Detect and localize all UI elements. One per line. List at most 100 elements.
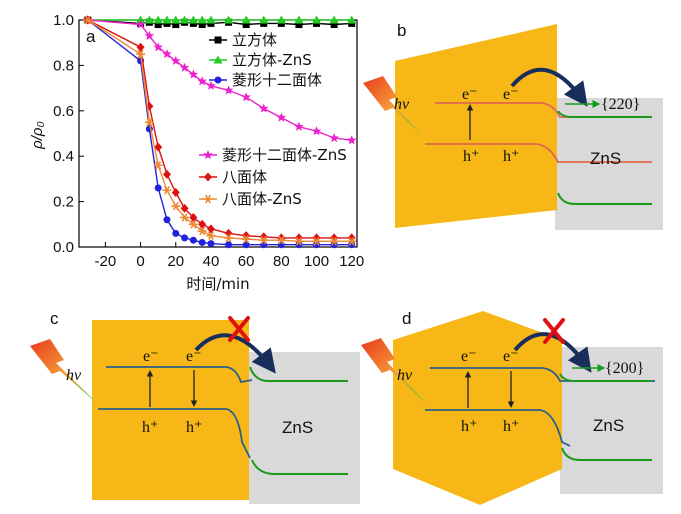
data-point	[144, 30, 155, 40]
data-point	[224, 15, 234, 24]
facet-label-d: {200}	[605, 360, 644, 377]
facet-label-b: {220}	[601, 96, 640, 113]
data-point	[347, 135, 357, 145]
panel-label-c: c	[50, 309, 59, 328]
x-tick-label: 40	[203, 253, 220, 270]
data-point	[242, 21, 250, 29]
data-point	[259, 103, 269, 113]
y-tick-label: 0.8	[53, 57, 74, 74]
data-point	[329, 133, 339, 143]
data-point	[207, 240, 215, 248]
data-point	[225, 241, 233, 249]
data-point	[180, 213, 190, 222]
legend-marker	[203, 194, 213, 204]
data-point	[198, 21, 206, 29]
panel-label-d: d	[402, 309, 411, 328]
data-point	[144, 15, 154, 24]
x-tick-label: 120	[339, 253, 364, 270]
zns-block-b	[555, 98, 663, 230]
data-point	[260, 241, 268, 249]
hole-c1: h⁺	[142, 419, 158, 436]
zns-label-d: ZnS	[593, 416, 624, 435]
data-point	[312, 233, 321, 243]
series-line	[87, 19, 352, 141]
data-point	[206, 231, 216, 240]
data-point	[295, 21, 303, 29]
legend-label: 菱形十二面体-ZnS	[222, 146, 347, 164]
crystal-c	[92, 320, 249, 500]
data-point	[153, 160, 163, 170]
conduction-band-b	[435, 102, 652, 118]
schematic-b: b e⁻ e⁻ h⁺ h⁺ {220} ZnS hν	[363, 21, 663, 230]
data-point	[347, 233, 356, 243]
data-point	[347, 237, 357, 246]
data-point	[294, 121, 304, 131]
hole-b1: h⁺	[463, 148, 479, 165]
legend-marker	[203, 150, 213, 159]
electron-c2: e⁻	[186, 348, 202, 365]
data-point	[188, 69, 199, 79]
legend-marker	[204, 172, 212, 182]
data-point	[181, 234, 189, 242]
data-point	[188, 220, 198, 229]
data-point	[329, 237, 339, 246]
data-point	[154, 184, 162, 192]
zns-cb-b	[557, 110, 652, 118]
schematic-c: c e⁻ e⁻ h⁺ h⁺ ZnS hν	[30, 309, 360, 504]
x-tick-label: -20	[95, 253, 117, 270]
electron-b2: e⁻	[503, 86, 519, 103]
data-point	[329, 15, 339, 24]
data-point	[294, 233, 303, 243]
legend-label: 立方体	[232, 31, 277, 49]
y-tick-label: 0.4	[53, 148, 74, 165]
data-point	[189, 236, 197, 244]
data-point	[206, 224, 215, 234]
zns-label-b: ZnS	[590, 149, 621, 168]
data-point	[294, 15, 304, 24]
zns-block-c	[249, 352, 360, 504]
data-point	[197, 76, 207, 86]
data-point	[241, 234, 251, 244]
electron-c1: e⁻	[143, 348, 159, 365]
y-tick-label: 1.0	[53, 12, 74, 29]
electron-d1: e⁻	[461, 348, 477, 365]
data-point	[171, 201, 181, 211]
data-point	[162, 15, 172, 24]
y-tick-label: 0.6	[53, 103, 74, 120]
hole-b2: h⁺	[503, 148, 519, 165]
series-5	[83, 15, 357, 246]
x-tick-label: 80	[273, 253, 290, 270]
y-tick-label: 0.2	[53, 194, 74, 211]
data-point	[162, 185, 172, 195]
y-axis-ticks: 0.0 0.2 0.4 0.6 0.8 1.0	[53, 12, 84, 256]
data-point	[294, 237, 304, 246]
zns-vb-d	[561, 447, 652, 461]
crystal-b	[395, 24, 557, 228]
electron-b1: e⁻	[462, 86, 478, 103]
y-tick-label: 0.0	[53, 239, 74, 256]
data-point	[172, 21, 180, 29]
zns-vb-c	[251, 459, 348, 475]
data-point	[163, 216, 171, 224]
transfer-arrow-b	[510, 67, 588, 107]
data-point	[259, 232, 268, 242]
hole-d2: h⁺	[503, 418, 519, 435]
data-point	[224, 233, 234, 243]
hv-label-b: hν	[394, 96, 410, 113]
zns-cb-d	[559, 373, 652, 382]
zns-label-c: ZnS	[282, 418, 313, 437]
series-1	[83, 15, 357, 24]
data-point	[172, 229, 180, 237]
data-point	[154, 21, 162, 29]
data-point	[206, 15, 216, 24]
data-point	[197, 226, 207, 236]
data-point	[180, 15, 190, 24]
data-point	[135, 19, 146, 29]
hv-label-c: hν	[66, 367, 82, 384]
data-point	[276, 235, 286, 245]
panel-label-b: b	[397, 21, 406, 40]
